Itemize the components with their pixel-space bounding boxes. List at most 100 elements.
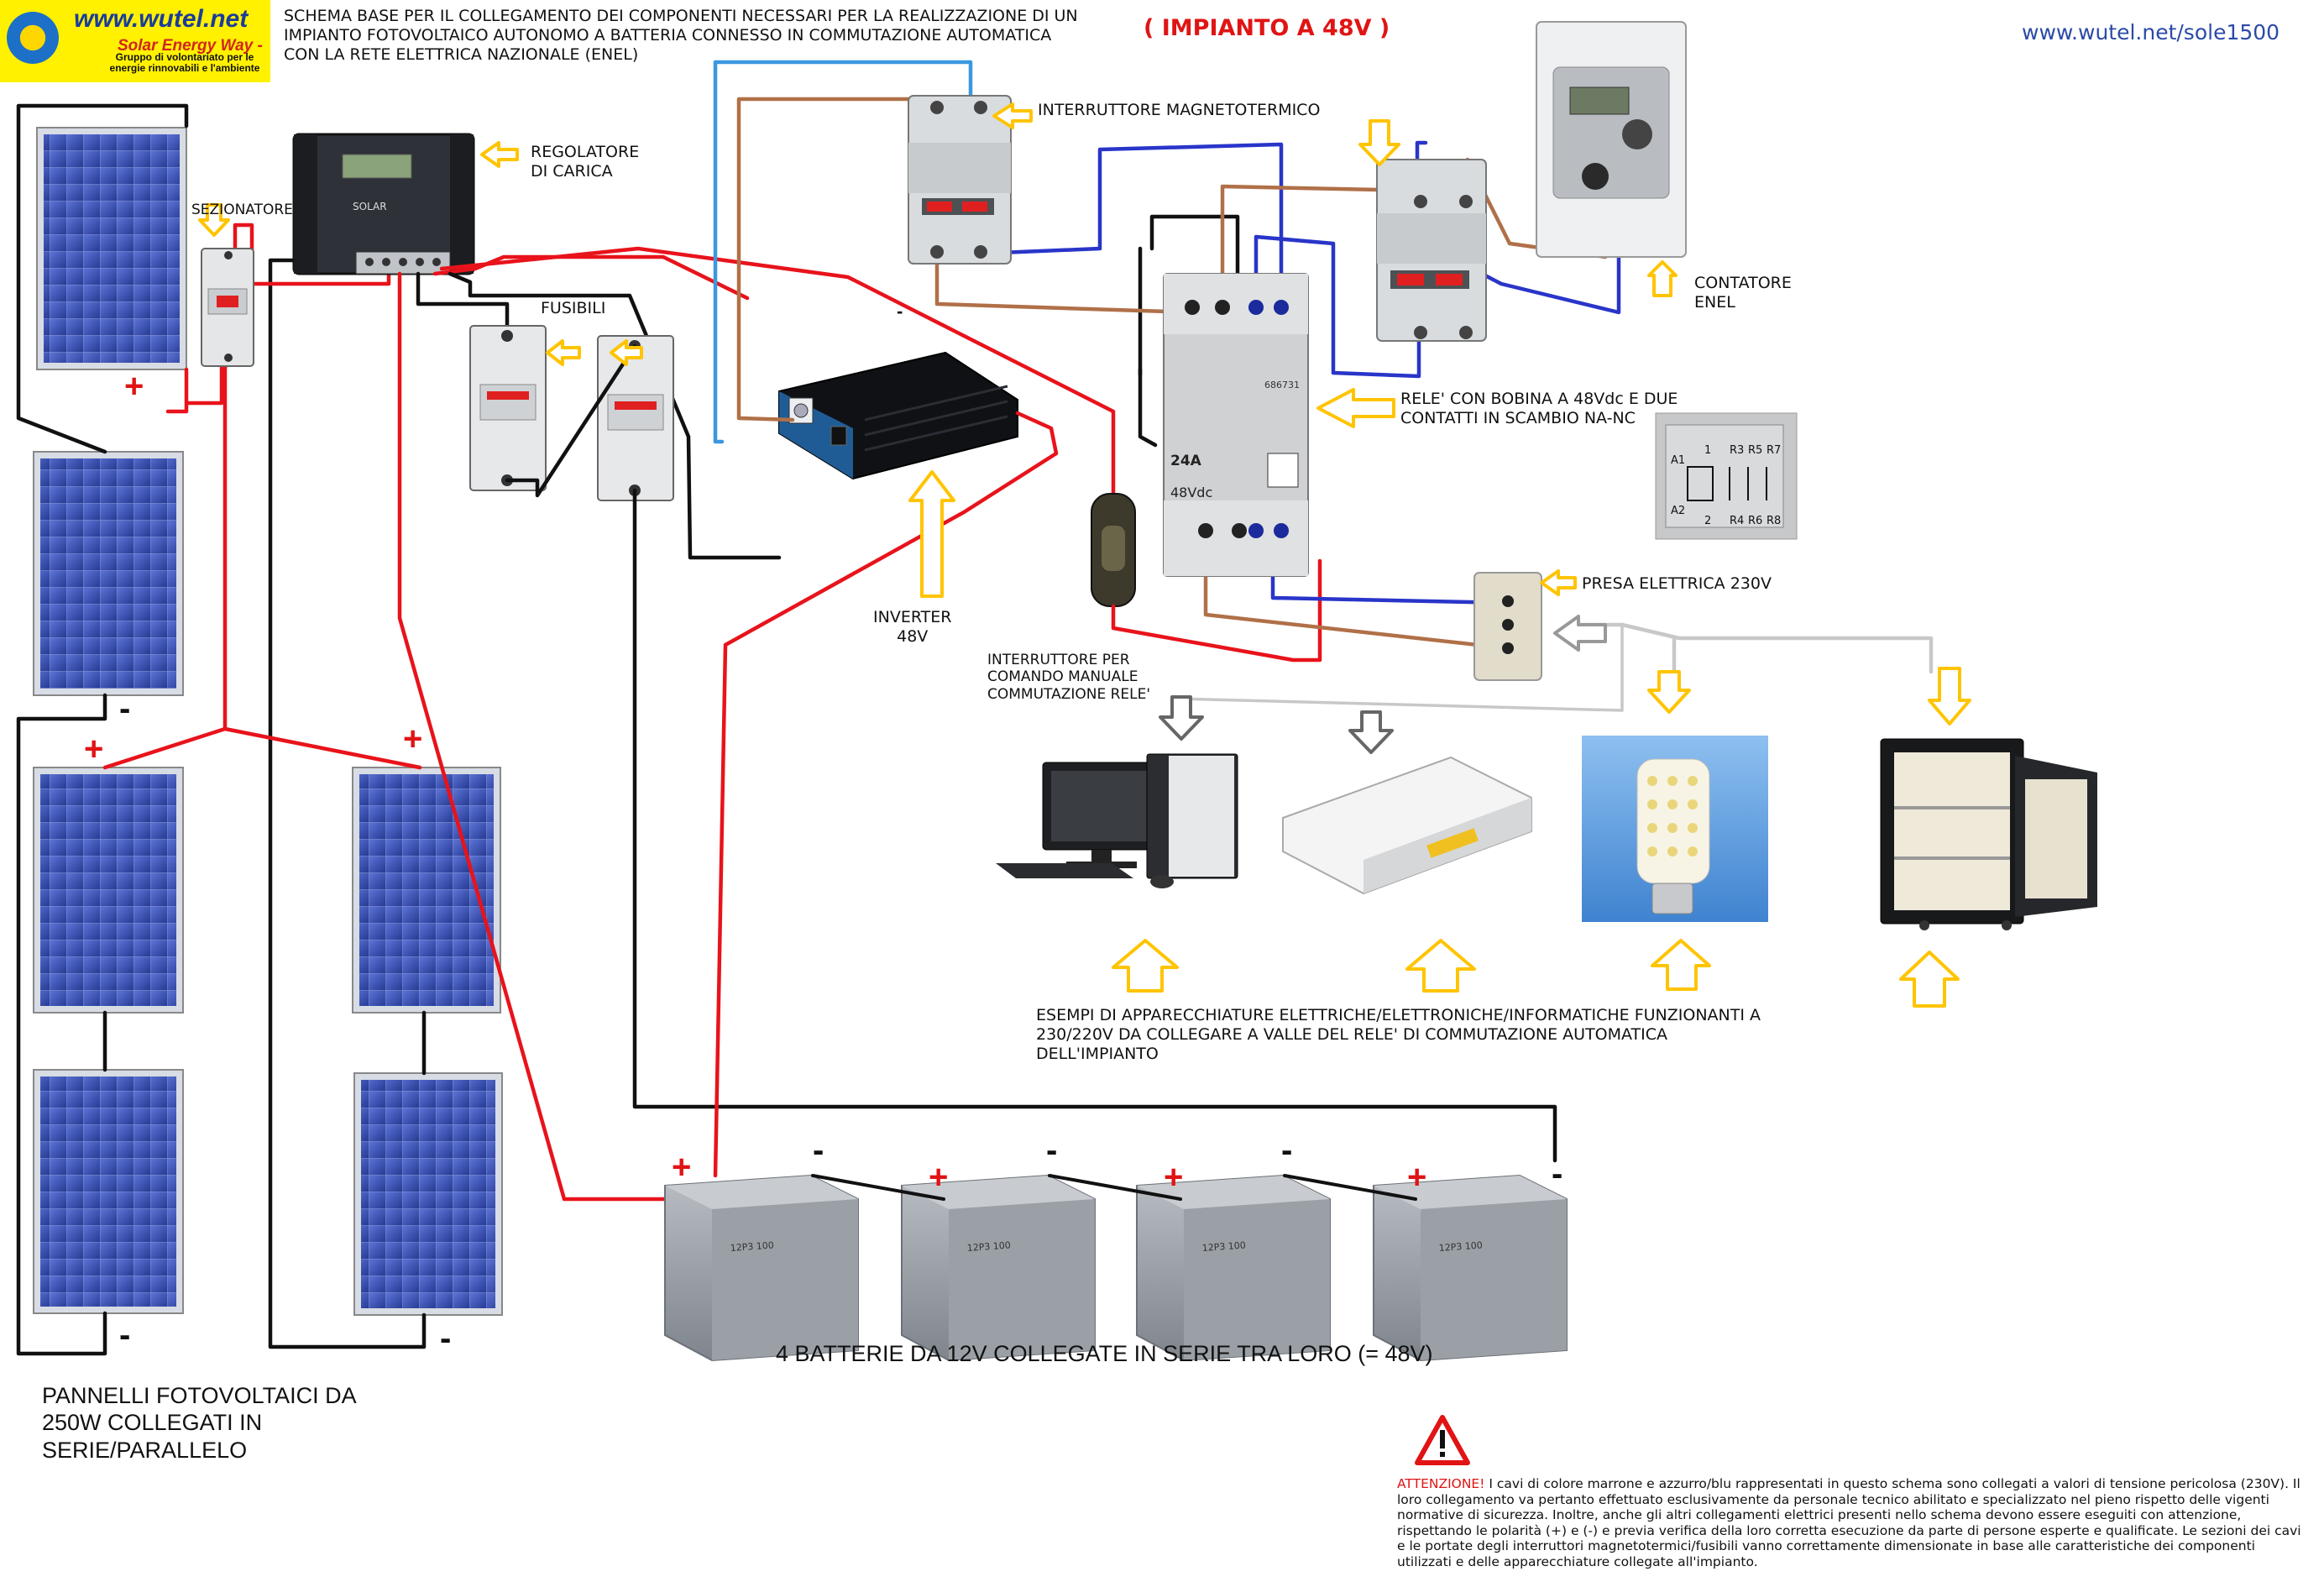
label-contatore: CONTATORE ENEL [1694,274,1792,312]
mini-fridge [1880,738,2097,930]
led-bulb [1582,736,1768,922]
label-rele: RELE' CON BOBINA A 48Vdc E DUE CONTATTI … [1400,390,1678,427]
arrow-up-fridge [1899,951,1960,1008]
logo-site: www.wutel.net [74,5,249,33]
fuse-1 [469,325,547,491]
arrow-sezionatore [198,203,230,237]
pv-panel-2 [33,451,184,696]
label-interruttore-manuale: INTERRUTTORE PER COMANDO MANUALE COMMUTA… [987,652,1151,703]
label-inverter: INVERTER 48V [873,608,952,646]
disconnector [201,248,254,367]
arrow-mcb2 [1358,119,1400,166]
relay-rating: 24A [1170,453,1202,469]
fuse-2 [597,335,674,501]
arrow-up-led [1651,939,1711,991]
battery-link-2-3 [1048,1174,1182,1201]
pv-panel-5 [352,767,501,1014]
arrow-up-computer [1112,939,1179,993]
arrow-inverter [908,470,955,598]
grey-wire-presa-load [1576,622,1934,674]
minus-sign-battery-2: - [1046,1132,1058,1169]
ctrl-wire-neg-fuse [416,271,510,338]
relay-pin-r4: R4 [1730,515,1744,527]
charge-controller: SOLAR [292,133,475,275]
arrow-fuse-2 [610,339,643,366]
relay-coil-neg-2 [1138,367,1158,448]
label-presa: PRESA ELETTRICA 230V [1582,574,1772,593]
arrow-contatore [1647,260,1678,297]
wutel-logo: www.wutel.net Solar Energy Way - Gruppo … [0,0,270,82]
plus-sign-panel-3: + [84,731,104,767]
circuit-breaker-1 [908,95,1012,265]
ctrl-wire-pos-inv [439,246,1116,500]
relay: 24A 48Vdc 686731 [1163,273,1309,577]
panel-wire-series-3 [165,367,189,414]
ctrl-wire-neg-inv [448,271,782,560]
panel-wire-neg-left-2 [16,693,107,1356]
blue-wire-mcb2-cont [1463,243,1621,335]
desktop-computer [996,753,1238,888]
relay-code: 686731 [1264,380,1300,390]
label-pannelli: PANNELLI FOTOVOLTAICI DA 250W COLLEGATI … [42,1383,357,1463]
pv-panel-3 [33,767,184,1014]
plus-sign-panel-1: + [124,368,144,405]
controller-brand: SOLAR [353,201,387,212]
system-voltage-title: ( IMPIANTO A 48V ) [1144,15,1390,41]
minus-sign-battery-1: - [813,1132,824,1169]
relay-pin-1: 1 [1704,444,1711,457]
panel-wire-pos-2 [102,726,422,770]
network-router [1282,756,1532,895]
switch-wire-neg [1149,214,1240,310]
relay-pin-r3: R3 [1730,444,1744,457]
circuit-breaker-2 [1376,159,1487,342]
ctrl-wire-pos-fuse [432,254,750,301]
battery-link-1-2 [811,1174,945,1201]
battery-2-model: 12P3 100 [966,1239,1011,1254]
arrow-led-down [1647,670,1691,714]
plus-sign-battery-4: + [1407,1159,1427,1196]
arrow-grey-presa [1553,615,1607,652]
manual-switch [1091,493,1136,607]
label-sezionatore: SEZIONATORE [191,202,293,218]
battery-2: 12P3 100 [901,1174,1096,1362]
fuse-wire-bridge [505,343,637,498]
pv-panel-1 [36,127,187,370]
battery-3-model: 12P3 100 [1201,1239,1246,1254]
relay-pin-a2: A2 [1671,505,1685,517]
sun-icon [7,12,59,64]
power-socket [1473,572,1542,681]
panel-wire-neg-left [16,103,189,454]
plus-sign-battery-1: + [672,1149,692,1186]
ctrl-wire-batt-pos [397,271,681,1202]
pv-panel-4 [33,1069,184,1314]
minus-sign-battery-3: - [1281,1132,1293,1169]
relay-coil-voltage: 48Vdc [1170,485,1212,500]
relay-pin-r7: R7 [1767,444,1781,457]
relay-pinout-inset: A1 1 2 R3 R5 R7 A2 R4 R6 R8 [1655,412,1798,540]
arrow-magnetotermico [992,102,1033,129]
fuse-wire-to-batt [632,488,1557,1163]
warning-icon [1415,1415,1470,1465]
label-esempi: ESEMPI DI APPARECCHIATURE ELETTRICHE/ELE… [1036,1006,1761,1063]
minus-sign-panel-4: - [119,1317,131,1354]
grey-wire-load-3 [1174,623,1624,712]
relay-pin-a1: A1 [1671,454,1685,467]
label-fusibili: FUSIBILI [541,299,606,317]
blue-wire-mcb1-top [978,142,1284,310]
warning-heading: ATTENZIONE! [1397,1476,1485,1491]
arrow-up-router [1405,939,1476,993]
arrow-fridge-down [1928,667,1971,726]
light-blue-wire [713,60,973,444]
blue-wire-rele-mcb2 [1254,234,1421,379]
plus-sign-battery-3: + [1164,1159,1184,1196]
battery-1-model: 12P3 100 [730,1239,774,1254]
logo-tagline: Solar Energy Way - [118,37,263,55]
website-url: www.wutel.net/sole1500 [2022,20,2280,45]
safety-warning: ATTENZIONE! I cavi di colore marrone e a… [1397,1476,2312,1570]
plus-sign-battery-2: + [929,1159,949,1196]
label-magnetotermico: INTERRUTTORE MAGNETOTERMICO [1038,101,1321,119]
relay-pin-r5: R5 [1748,444,1762,457]
minus-sign-panel-6: - [440,1320,452,1357]
